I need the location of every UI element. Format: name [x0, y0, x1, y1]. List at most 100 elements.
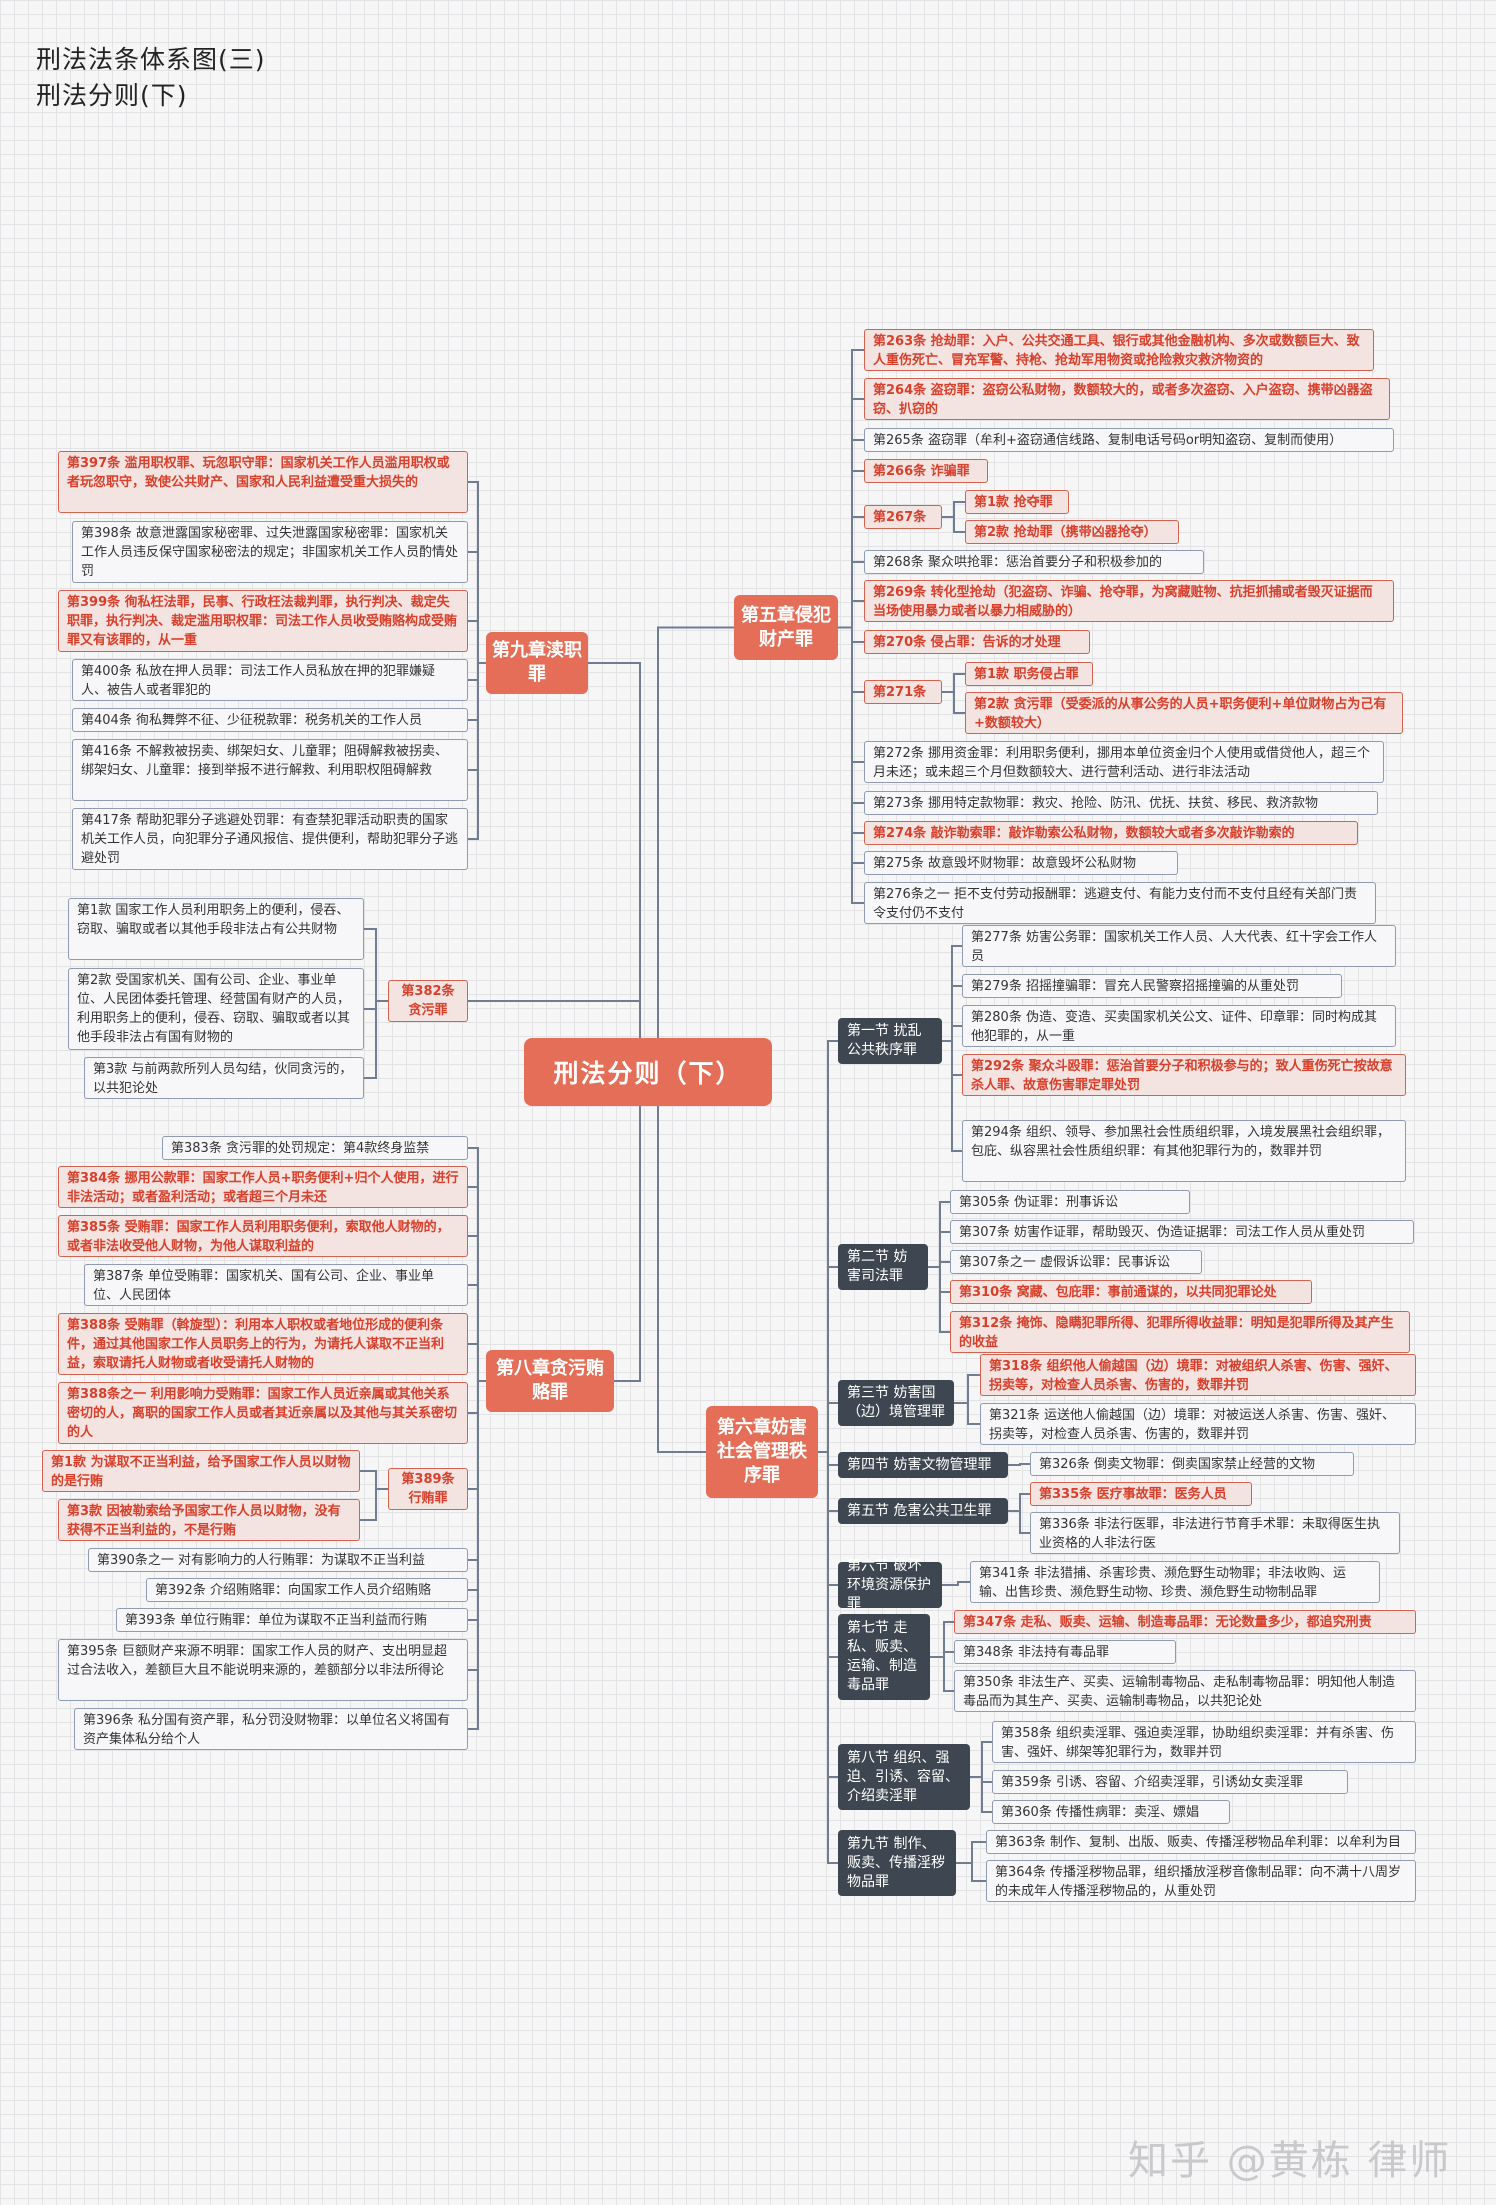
connector-25 [468, 620, 486, 664]
section-4[interactable]: 第四节 妨害文物管理罪 [838, 1452, 1008, 1478]
leaf-266[interactable]: 第266条 诈骗罪 [864, 459, 988, 483]
leaf-272[interactable]: 第272条 挪用资金罪：利用职务便利，挪用本单位资金归个人使用或借贷他人，超三个… [864, 741, 1384, 783]
leaf-360[interactable]: 第360条 传播性病罪：卖淫、嫖娼 [992, 1800, 1230, 1824]
section-9[interactable]: 第九节 制作、贩卖、传播淫秽物品罪 [838, 1830, 956, 1896]
leaf-397[interactable]: 第397条 滥用职权罪、玩忽职守罪：国家机关工作人员滥用职权或者玩忽职守，致使公… [58, 451, 468, 513]
node-389[interactable]: 第389条行贿罪 [388, 1468, 468, 1510]
leaf-265[interactable]: 第265条 盗窃罪（牟利+盗窃通信线路、复制电话号码or明知盗窃、复制而使用） [864, 428, 1394, 452]
leaf-263[interactable]: 第263条 抢劫罪：入户、公共交通工具、银行或其他金融机构、多次或数额巨大、致人… [864, 329, 1374, 371]
leaf-396[interactable]: 第396条 私分国有资产罪，私分罚没财物罪：以单位名义将国有资产集体私分给个人 [74, 1708, 468, 1750]
section-8[interactable]: 第八节 组织、强迫、引诱、容留、介绍卖淫罪 [838, 1744, 970, 1810]
section-2[interactable]: 第二节 妨害司法罪 [838, 1244, 928, 1290]
leaf-387[interactable]: 第387条 单位受贿罪：国家机关、国有公司、企业、事业单位、人民团体 [84, 1264, 468, 1306]
leaf-416[interactable]: 第416条 不解救被拐卖、绑架妇女、儿童罪；阻碍解救被拐卖、绑架妇女、儿童罪：接… [72, 739, 468, 801]
leaf-382-1[interactable]: 第1款 国家工作人员利用职务上的便利，侵吞、窃取、骗取或者以其他手段非法占有公共… [68, 898, 364, 960]
leaf-383[interactable]: 第383条 贪污罪的处罚规定：第4款终身监禁 [162, 1136, 468, 1160]
leaf-388-1[interactable]: 第388条之一 利用影响力受贿罪：国家工作人员近亲属或其他关系密切的人，离职的国… [58, 1382, 468, 1444]
leaf-417[interactable]: 第417条 帮助犯罪分子逃避处罚罪：有查禁犯罪活动职责的国家机关工作人员，向犯罪… [72, 808, 468, 870]
connector-26 [468, 662, 486, 681]
leaf-395[interactable]: 第395条 巨额财产来源不明罪：国家工作人员的财产、支出明显超过合法收入，差额巨… [58, 1639, 468, 1701]
leaf-312[interactable]: 第312条 掩饰、隐瞒犯罪所得、犯罪所得收益罪：明知是犯罪所得及其产生的收益 [950, 1311, 1410, 1353]
leaf-341[interactable]: 第341条 非法猎捕、杀害珍贵、濒危野生动物罪；非法收购、运输、出售珍贵、濒危野… [970, 1561, 1380, 1603]
leaf-307[interactable]: 第307条 妨害作证罪，帮助毁灭、伪造证据罪：司法工作人员从重处罚 [950, 1220, 1414, 1244]
leaf-388[interactable]: 第388条 受贿罪（斡旋型）：利用本人职权或者地位形成的便利条件，通过其他国家工… [58, 1313, 468, 1375]
connector-75 [970, 1741, 992, 1778]
leaf-267[interactable]: 第267条 [864, 505, 942, 529]
leaf-390[interactable]: 第390条之一 对有影响力的人行贿罪：为谋取不正当利益 [88, 1548, 468, 1572]
section-1[interactable]: 第一节 扰乱公共秩序罪 [838, 1018, 942, 1064]
leaf-268[interactable]: 第268条 聚众哄抢罪：惩治首要分子和积极参加的 [864, 550, 1204, 574]
connector-28 [468, 662, 486, 771]
leaf-310[interactable]: 第310条 窝藏、包庇罪：事前通谋的，以共同犯罪论处 [950, 1280, 1312, 1304]
leaf-399[interactable]: 第399条 徇私枉法罪，民事、行政枉法裁判罪，执行判决、裁定失职罪，执行判决、裁… [58, 590, 468, 652]
connector-72 [930, 1621, 954, 1658]
branch-chapter-5[interactable]: 第五章侵犯财产罪 [734, 595, 838, 660]
leaf-384[interactable]: 第384条 挪用公款罪：国家工作人员+职务便利+归个人使用，进行非法活动；或者盈… [58, 1166, 468, 1208]
section-6[interactable]: 第六节 破坏环境资源保护罪 [838, 1558, 942, 1612]
leaf-271[interactable]: 第271条 [864, 680, 942, 704]
leaf-364[interactable]: 第364条 传播淫秽物品罪，组织播放淫秽音像制品罪：向不满十八周岁的未成年人传播… [986, 1860, 1416, 1902]
connector-70 [1008, 1510, 1030, 1534]
connector-61 [928, 1201, 950, 1268]
connector-32 [364, 1000, 388, 1079]
branch-chapter-8[interactable]: 第八章贪污贿赂罪 [486, 1350, 614, 1412]
leaf-264[interactable]: 第264条 盗窃罪：盗窃公私财物，数额较大的，或者多次盗窃、入户盗窃、携带凶器盗… [864, 378, 1390, 420]
leaf-336[interactable]: 第336条 非法行医罪，非法进行节育手术罪：未取得医生执业资格的人非法行医 [1030, 1512, 1400, 1554]
connector-63 [928, 1261, 950, 1268]
connector-6 [838, 398, 864, 629]
leaf-273[interactable]: 第273条 挪用特定款物罪：救灾、抢险、防汛、优抚、扶贫、移民、救济款物 [864, 791, 1378, 815]
leaf-358[interactable]: 第358条 组织卖淫罪、强迫卖淫罪，协助组织卖淫罪：并有杀害、伤害、强奸、绑架等… [992, 1721, 1416, 1763]
leaf-350[interactable]: 第350条 非法生产、买卖、运输制毒物品、走私制毒物品罪：明知他人制造毒品而为其… [954, 1670, 1416, 1712]
section-7[interactable]: 第七节 走私、贩卖、运输、制造毒品罪 [838, 1614, 930, 1700]
leaf-277[interactable]: 第277条 妨害公务罪：国家机关工作人员、人大代表、红十字会工作人员 [962, 925, 1396, 967]
leaf-275[interactable]: 第275条 故意毁坏财物罪：故意毁坏公私财物 [864, 851, 1178, 875]
leaf-348[interactable]: 第348条 非法持有毒品罪 [954, 1640, 1176, 1664]
connector-21 [942, 673, 965, 693]
leaf-279[interactable]: 第279条 招摇撞骗罪：冒充人民警察招摇撞骗的从重处罚 [962, 974, 1342, 998]
leaf-393[interactable]: 第393条 单位行贿罪：单位为谋取不正当利益而行贿 [116, 1608, 468, 1632]
connector-1 [657, 1071, 772, 1453]
section-5[interactable]: 第五节 危害公共卫生罪 [838, 1498, 1008, 1524]
connector-62 [928, 1231, 950, 1268]
leaf-318[interactable]: 第318条 组织他人偷越国（边）境罪：对被组织人杀害、伤害、强奸、拐卖等，对检查… [980, 1354, 1416, 1396]
leaf-326[interactable]: 第326条 倒卖文物罪：倒卖国家禁止经营的文物 [1030, 1452, 1354, 1476]
leaf-359[interactable]: 第359条 引诱、容留、介绍卖淫罪，引诱幼女卖淫罪 [992, 1770, 1348, 1794]
leaf-276[interactable]: 第276条之一 拒不支付劳动报酬罪：逃避支付、有能力支付而不支付且经有关部门责令… [864, 882, 1376, 924]
leaf-335[interactable]: 第335条 医疗事故罪：医务人员 [1030, 1482, 1252, 1506]
branch-chapter-6[interactable]: 第六章妨害社会管理秩序罪 [706, 1406, 818, 1498]
leaf-294[interactable]: 第294条 组织、领导、参加黑社会性质组织罪，入境发展黑社会组织罪，包庇、纵容黑… [962, 1120, 1406, 1182]
leaf-292[interactable]: 第292条 聚众斗殴罪：惩治首要分子和积极参与的；致人重伤死亡按故意杀人罪、故意… [962, 1054, 1406, 1096]
leaf-270[interactable]: 第270条 侵占罪：告诉的才处理 [864, 630, 1090, 654]
root-node[interactable]: 刑法分则（下） [524, 1038, 772, 1106]
leaf-280[interactable]: 第280条 伪造、变造、买卖国家机关公文、证件、印章罪：同时构成其他犯罪的，从一… [962, 1005, 1396, 1047]
section-3[interactable]: 第三节 妨害国（边）境管理罪 [838, 1380, 954, 1426]
leaf-269[interactable]: 第269条 转化型抢劫（犯盗窃、诈骗、抢夺罪，为窝藏赃物、抗拒抓捕或者毁灭证据而… [864, 580, 1394, 622]
leaf-404[interactable]: 第404条 徇私舞弊不征、少征税款罪：税务机关的工作人员 [72, 708, 468, 732]
leaf-267-1[interactable]: 第1款 抢夺罪 [965, 490, 1069, 514]
node-382[interactable]: 第382条贪污罪 [388, 980, 468, 1022]
leaf-389-1[interactable]: 第1款 为谋取不正当利益，给予国家工作人员以财物的是行贿 [42, 1450, 360, 1492]
leaf-271-2[interactable]: 第2款 贪污罪（受委派的从事公务的人员+职务便利+单位财物占为己有+数额较大） [965, 692, 1403, 734]
leaf-307-1[interactable]: 第307条之一 虚假诉讼罪：民事诉讼 [950, 1250, 1202, 1274]
connector-23 [468, 481, 486, 664]
leaf-400[interactable]: 第400条 私放在押人员罪：司法工作人员私放在押的犯罪嫌疑人、被告人或者罪犯的 [72, 659, 468, 701]
connector-49 [818, 1402, 838, 1453]
leaf-398[interactable]: 第398条 故意泄露国家秘密罪、过失泄露国家秘密罪：国家机关工作人员违反保守国家… [72, 521, 468, 583]
leaf-382-2[interactable]: 第2款 受国家机关、国有公司、企业、事业单位、人民团体委托管理、经营国有财产的人… [68, 968, 364, 1050]
leaf-274[interactable]: 第274条 敲诈勒索罪：敲诈勒索公私财物，数额较大或者多次敲诈勒索的 [864, 821, 1358, 845]
leaf-305[interactable]: 第305条 伪证罪：刑事诉讼 [950, 1190, 1190, 1214]
leaf-382-3[interactable]: 第3款 与前两款所列人员勾结，伙同贪污的，以共犯论处 [84, 1057, 364, 1099]
connector-65 [928, 1266, 950, 1333]
leaf-347[interactable]: 第347条 走私、贩卖、运输、制造毒品罪：无论数量多少，都追究刑责 [954, 1610, 1416, 1634]
leaf-392[interactable]: 第392条 介绍贿赂罪：向国家工作人员介绍贿赂 [146, 1578, 468, 1602]
connector-50 [818, 1451, 838, 1466]
leaf-321[interactable]: 第321条 运送他人偷越国（边）境罪：对被运送人杀害、伤害、强奸、拐卖等，对检查… [980, 1403, 1416, 1445]
leaf-363[interactable]: 第363条 制作、复制、出版、贩卖、传播淫秽物品牟利罪：以牟利为目的 [986, 1830, 1416, 1854]
leaf-271-1[interactable]: 第1款 职务侵占罪 [965, 662, 1093, 686]
leaf-389-3[interactable]: 第3款 因被勒索给予国家工作人员以财物，没有获得不正当利益的，不是行贿 [58, 1499, 360, 1541]
branch-chapter-9[interactable]: 第九章渎职罪 [486, 632, 588, 694]
leaf-267-2[interactable]: 第2款 抢劫罪（携带凶器抢夺） [965, 520, 1179, 544]
leaf-385[interactable]: 第385条 受贿罪：国家工作人员利用职务便利，索取他人财物的，或者非法收受他人财… [58, 1215, 468, 1257]
connector-18 [838, 626, 864, 904]
